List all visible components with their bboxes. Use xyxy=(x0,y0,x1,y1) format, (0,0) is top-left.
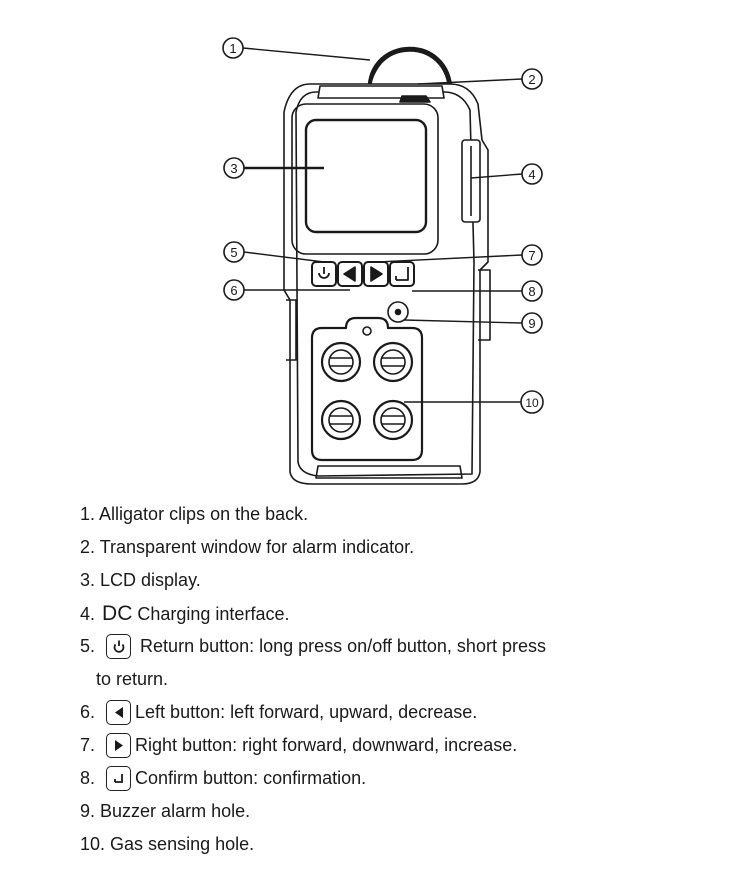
item-number: 1. xyxy=(80,504,96,524)
enter-icon xyxy=(106,765,132,791)
list-item: 1. Alligator clips on the back. xyxy=(80,498,680,531)
gas-sensing-hole xyxy=(320,341,362,383)
callout-5: 5 xyxy=(223,241,245,263)
list-item: 5. Return button: long press on/off butt… xyxy=(80,630,680,663)
list-item: 10. Gas sensing hole. xyxy=(80,828,680,861)
svg-text:1: 1 xyxy=(229,41,236,56)
item-text: Right button: right forward, downward, i… xyxy=(135,735,518,755)
item-text: Transparent window for alarm indicator. xyxy=(99,537,415,557)
svg-text:10: 10 xyxy=(525,396,539,410)
svg-text:9: 9 xyxy=(528,316,535,331)
item-number: 5. xyxy=(80,636,96,656)
callout-6: 6 xyxy=(223,279,245,301)
callout-8: 8 xyxy=(521,280,543,302)
enter-icon xyxy=(395,267,409,281)
list-item-continuation: to return. xyxy=(80,663,680,696)
power-icon xyxy=(318,267,330,279)
power-icon xyxy=(106,633,132,659)
list-item: 3. LCD display. xyxy=(80,564,680,597)
item-text: Confirm button: confirmation. xyxy=(135,768,367,788)
device-diagram: 1 2 3 4 5 6 7 8 9 10 xyxy=(222,37,544,485)
right-triangle-icon xyxy=(370,266,383,282)
item-number: 4. xyxy=(80,604,96,624)
alarm-window xyxy=(399,95,431,103)
left-triangle-icon xyxy=(343,266,356,282)
left-triangle-icon xyxy=(106,699,132,725)
svg-text:5: 5 xyxy=(230,245,237,260)
item-number: 9. xyxy=(80,801,96,821)
gas-sensing-hole xyxy=(372,399,414,441)
legend-list: 1. Alligator clips on the back. 2. Trans… xyxy=(80,498,680,861)
svg-text:4: 4 xyxy=(528,167,535,182)
right-triangle-icon xyxy=(106,732,132,758)
item-number: 6. xyxy=(80,702,96,722)
item-number: 8. xyxy=(80,768,96,788)
item-text: Return button: long press on/off button,… xyxy=(140,636,546,656)
callout-3: 3 xyxy=(223,157,245,179)
buzzer-hole xyxy=(387,301,409,323)
callout-7: 7 xyxy=(521,244,543,266)
svg-text:6: 6 xyxy=(230,283,237,298)
list-item: 8. Confirm button: confirmation. xyxy=(80,762,680,795)
list-item: 7. Right button: right forward, downward… xyxy=(80,729,680,762)
callout-4: 4 xyxy=(521,163,543,185)
item-number: 7. xyxy=(80,735,96,755)
item-number: 10. xyxy=(80,834,106,854)
list-item: 9. Buzzer alarm hole. xyxy=(80,795,680,828)
item-text: LCD display. xyxy=(100,570,201,590)
item-text: Alligator clips on the back. xyxy=(99,504,309,524)
svg-text:3: 3 xyxy=(230,161,237,176)
lcd-frame xyxy=(291,103,439,255)
item-text: Gas sensing hole. xyxy=(110,834,255,854)
callout-2: 2 xyxy=(521,68,543,90)
item-text: Charging interface. xyxy=(137,604,290,624)
item-text: Left button: left forward, upward, decre… xyxy=(135,702,478,722)
callout-10: 10 xyxy=(520,390,544,414)
callout-9: 9 xyxy=(521,312,543,334)
svg-text:8: 8 xyxy=(528,284,535,299)
list-item: 2. Transparent window for alarm indicato… xyxy=(80,531,680,564)
svg-text:7: 7 xyxy=(528,248,535,263)
callout-1: 1 xyxy=(222,37,244,59)
confirm-button[interactable] xyxy=(389,261,415,287)
sensor-panel xyxy=(310,316,424,462)
alligator-clip xyxy=(367,46,453,93)
item-text: to return. xyxy=(96,669,169,689)
item-number: 3. xyxy=(80,570,96,590)
list-item: 6. Left button: left forward, upward, de… xyxy=(80,696,680,729)
gas-sensing-hole xyxy=(320,399,362,441)
gas-sensing-hole xyxy=(372,341,414,383)
item-text: Buzzer alarm hole. xyxy=(100,801,251,821)
item-number: 2. xyxy=(80,537,96,557)
lcd-display xyxy=(304,118,428,234)
dc-label: DC xyxy=(102,602,133,625)
svg-text:2: 2 xyxy=(528,72,535,87)
